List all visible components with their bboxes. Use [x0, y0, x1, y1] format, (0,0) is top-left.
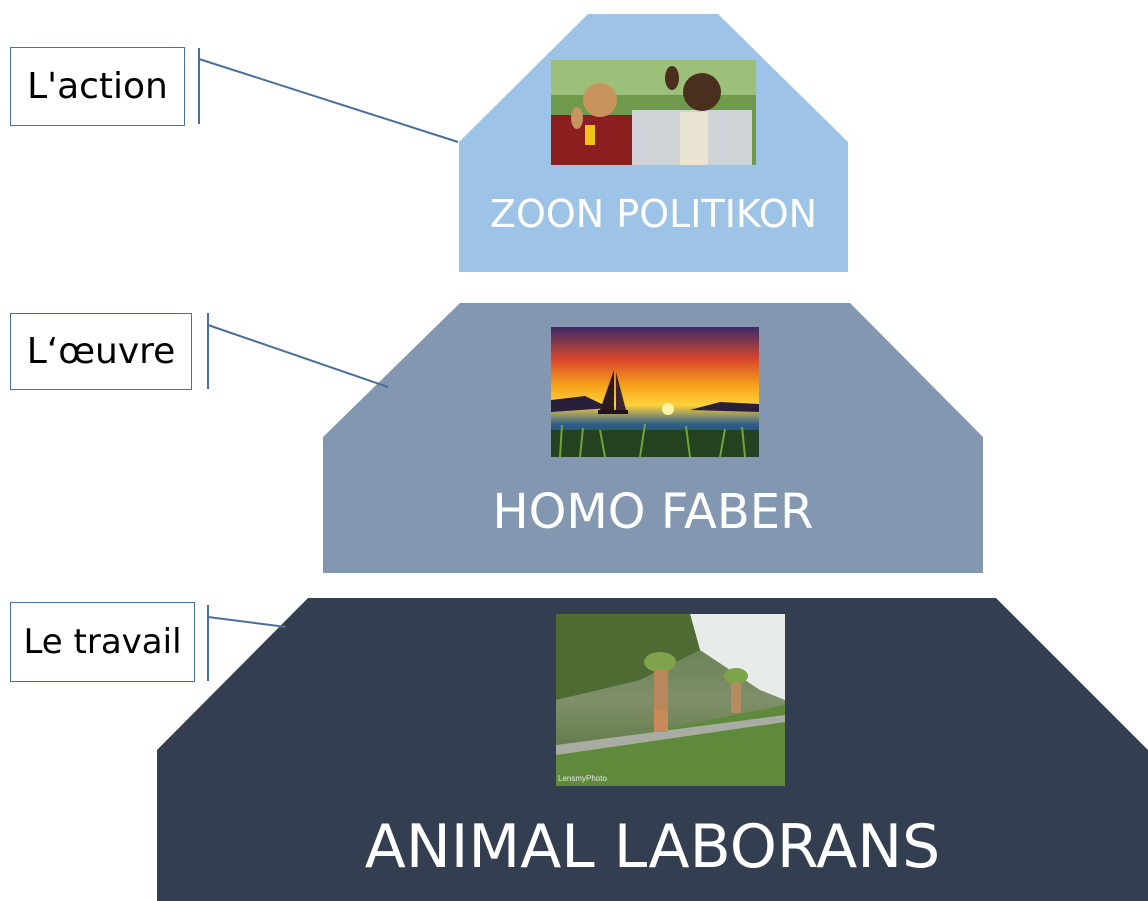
- tier-middle-title: HOMO FABER: [492, 484, 814, 540]
- callout-travail-label: Le travail: [10, 602, 195, 682]
- sailboat-sunset-painting: [551, 327, 759, 458]
- tier-top-title: ZOON POLITIKON: [489, 192, 818, 236]
- callout-action-connector: [198, 58, 459, 143]
- callout-travail-connector: [207, 616, 287, 628]
- photo-caption: LensmyPhoto: [558, 774, 607, 783]
- callout-oeuvre-connector: [207, 324, 389, 388]
- callout-oeuvre-label: L‘œuvre: [10, 313, 192, 390]
- dalai-lama-and-mandela-photo: [551, 60, 756, 165]
- women-carrying-grass-photo: [556, 614, 785, 786]
- tier-bottom-title: ANIMAL LABORANS: [364, 812, 941, 882]
- callout-action-label: L'action: [10, 47, 185, 126]
